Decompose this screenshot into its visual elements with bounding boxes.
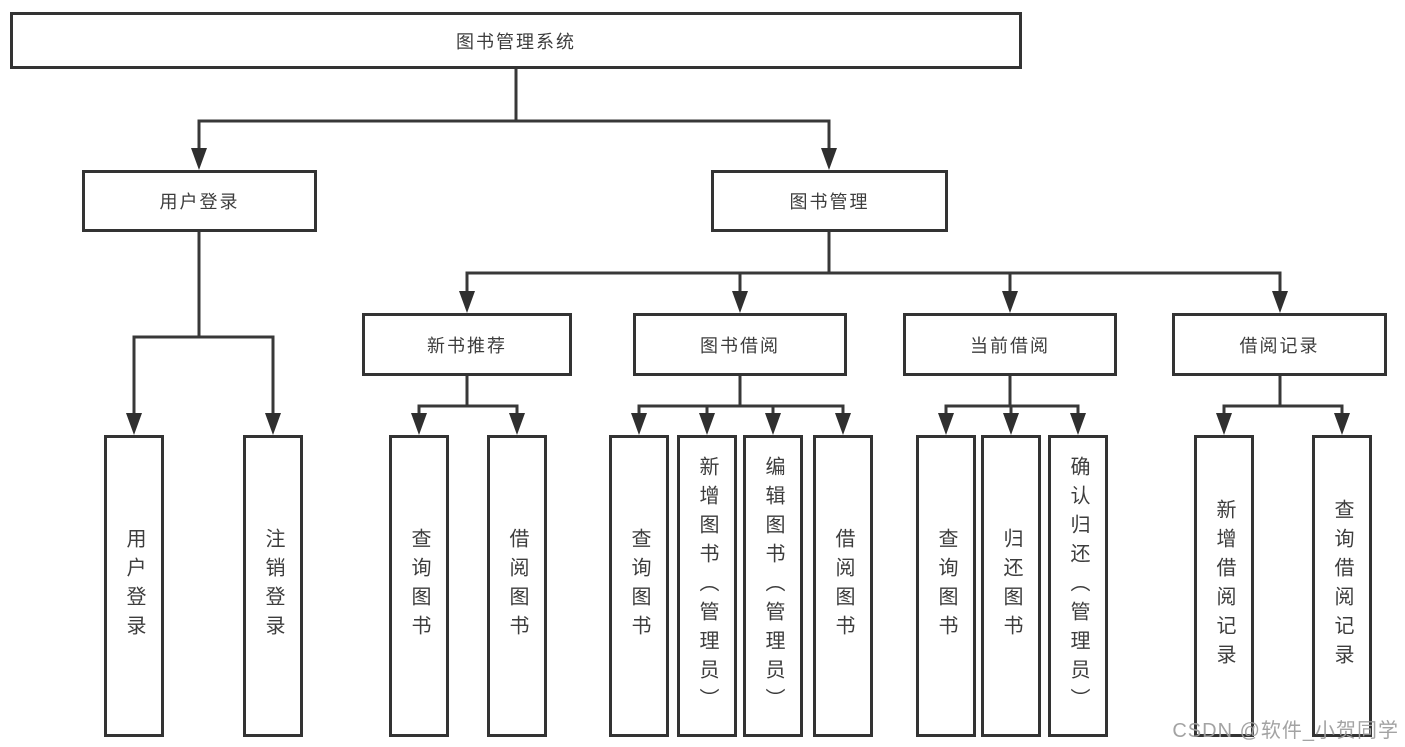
leaf-logout: 注销登录 (243, 435, 303, 737)
node-root-library-system: 图书管理系统 (10, 12, 1022, 69)
leaf-recommend-query-books: 查询图书 (389, 435, 449, 737)
node-new-book-recommend: 新书推荐 (362, 313, 572, 376)
leaf-borrow-borrow-books: 借阅图书 (813, 435, 873, 737)
node-borrow-records: 借阅记录 (1172, 313, 1387, 376)
leaf-borrow-add-books-admin: 新增图书（管理员） (677, 435, 737, 737)
node-book-management: 图书管理 (711, 170, 948, 232)
leaf-current-query-books: 查询图书 (916, 435, 976, 737)
csdn-watermark: CSDN @软件_小贺同学 (1172, 720, 1399, 742)
arrowhead-down-icons (126, 148, 1350, 435)
node-current-borrowing: 当前借阅 (903, 313, 1117, 376)
leaf-recommend-borrow-books: 借阅图书 (487, 435, 547, 737)
node-user-login: 用户登录 (82, 170, 317, 232)
leaf-records-query-borrow-record: 查询借阅记录 (1312, 435, 1372, 737)
connector-lines (132, 67, 1344, 419)
leaf-borrow-edit-books-admin: 编辑图书（管理员） (743, 435, 803, 737)
leaf-borrow-query-books: 查询图书 (609, 435, 669, 737)
leaf-current-confirm-return-admin: 确认归还（管理员） (1048, 435, 1108, 737)
node-book-borrowing: 图书借阅 (633, 313, 847, 376)
leaf-current-return-books: 归还图书 (981, 435, 1041, 737)
leaf-records-add-borrow-record: 新增借阅记录 (1194, 435, 1254, 737)
leaf-user-login: 用户登录 (104, 435, 164, 737)
